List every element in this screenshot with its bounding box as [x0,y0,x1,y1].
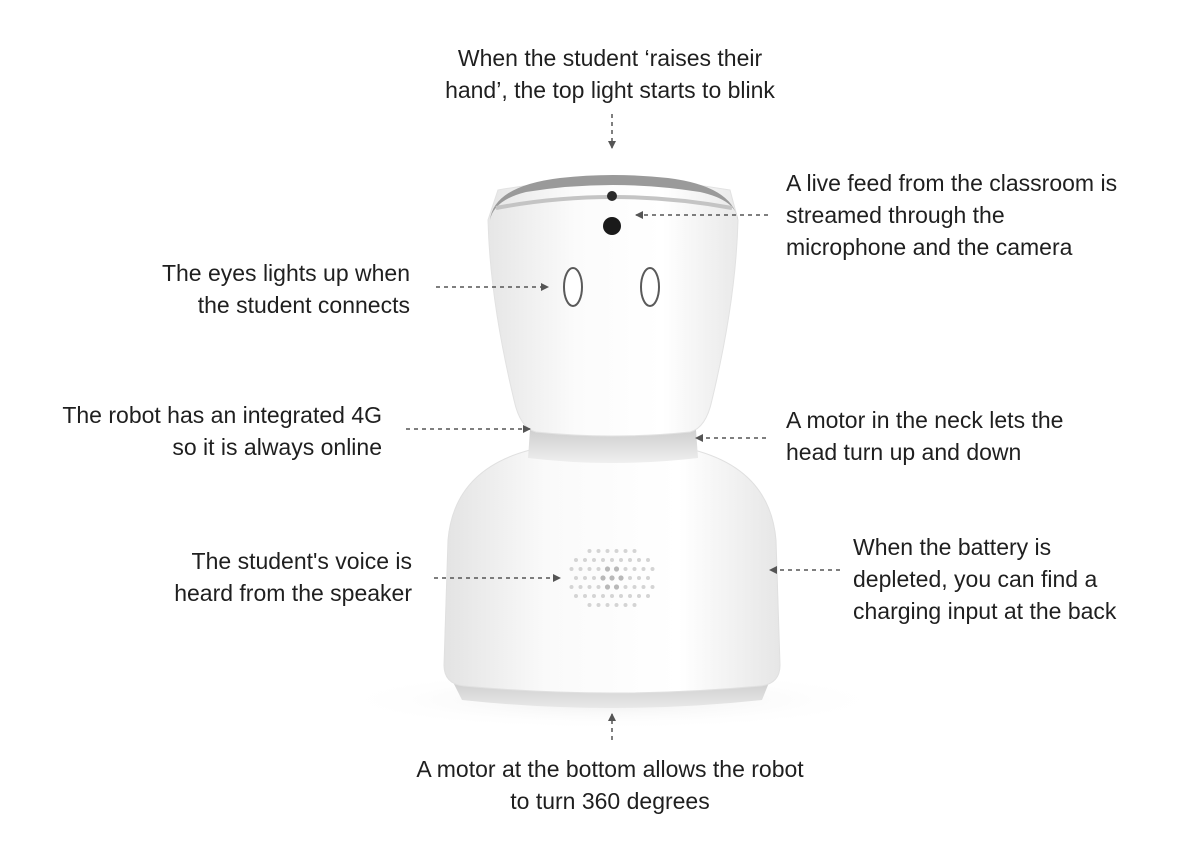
speaker-hole [628,576,632,580]
speaker-hole [587,603,592,607]
speaker-hole [574,558,578,562]
speaker-hole [613,566,620,572]
speaker-hole [650,585,655,589]
speaker-hole [618,575,624,581]
left-eye [563,267,583,307]
speaker-hole [632,603,637,607]
speaker-hole [619,558,623,562]
annotation-speaker: The student's voice is heard from the sp… [174,545,412,609]
annotation-line: The eyes lights up when [161,260,410,286]
speaker-hole [583,576,587,580]
speaker-hole [641,585,646,589]
speaker-hole [641,567,646,571]
speaker-hole [632,549,637,553]
annotation-bottom-motor: A motor at the bottom allows the robot t… [360,753,860,817]
annotation-line: A live feed from the classroom is [786,170,1118,196]
annotation-neck-motor: A motor in the neck lets the head turn u… [786,404,1063,468]
annotation-line: When the battery is [853,534,1052,560]
annotation-top-light: When the student ‘raises their hand’, th… [360,42,860,106]
speaker-hole [623,603,628,607]
speaker-hole [592,558,596,562]
speaker-hole [628,594,632,598]
speaker-hole [587,567,592,571]
annotation-line: The robot has an integrated 4G [62,402,382,428]
speaker-hole [569,567,574,571]
annotation-eyes: The eyes lights up when the student conn… [162,257,410,321]
top-light-rim [490,175,738,220]
speaker-hole [569,585,574,589]
right-eye [640,267,660,307]
speaker-hole [610,594,614,598]
speaker-hole [628,558,632,562]
annotation-camera: A live feed from the classroom is stream… [786,167,1117,263]
speaker-hole [623,585,628,589]
speaker-hole [583,594,587,598]
annotation-battery: When the battery is depleted, you can fi… [853,531,1116,627]
speaker-hole [596,567,601,571]
speaker-hole [596,603,601,607]
speaker-hole [614,549,619,553]
annotation-line: head turn up and down [786,439,1022,465]
annotation-line: charging input at the back [853,598,1117,624]
annotation-line: The student's voice is [191,548,412,574]
annotation-line: hand’, the top light starts to blink [445,77,775,103]
speaker-hole [637,594,641,598]
speaker-hole [646,576,650,580]
speaker-hole [601,558,605,562]
speaker-hole [587,549,592,553]
annotation-line: When the student ‘raises their [457,45,763,71]
speaker-hole [637,558,641,562]
speaker-hole [610,558,614,562]
speaker-hole [613,584,620,590]
speaker-hole [614,603,619,607]
microphone [607,191,617,201]
annotation-line: heard from the speaker [174,580,412,606]
speaker-hole [650,567,655,571]
speaker-hole [637,576,641,580]
annotation-line: A motor at the bottom allows the robot [416,756,804,782]
speaker-hole [596,585,601,589]
speaker-hole [623,567,628,571]
speaker-hole [605,603,610,607]
camera-lens [603,217,621,235]
annotation-line: A motor in the neck lets the [786,407,1064,433]
robot-neck [528,430,698,463]
speaker-hole [646,594,650,598]
annotation-line: streamed through the [786,202,1005,228]
annotation-line: depleted, you can find a [853,566,1098,592]
speaker-hole [600,575,606,581]
speaker-hole [646,558,650,562]
speaker-hole [596,549,601,553]
speaker-hole [632,567,637,571]
speaker-hole [574,576,578,580]
annotation-line: so it is always online [172,434,382,460]
annotation-connectivity: The robot has an integrated 4G so it is … [62,399,382,463]
speaker-hole [604,584,611,590]
speaker-hole [605,549,610,553]
speaker-hole [592,594,596,598]
speaker-hole [574,594,578,598]
speaker-hole [583,558,587,562]
speaker-hole [632,585,637,589]
annotation-line: microphone and the camera [786,234,1073,260]
speaker-hole [587,585,592,589]
speaker-hole [578,567,583,571]
speaker-grille [569,549,655,607]
speaker-hole [578,585,583,589]
annotation-line: the student connects [197,292,410,318]
speaker-hole [592,576,596,580]
speaker-hole [619,594,623,598]
annotation-line: to turn 360 degrees [510,788,710,814]
speaker-hole [609,575,615,581]
speaker-hole [601,594,605,598]
speaker-hole [623,549,628,553]
speaker-hole [604,566,611,572]
